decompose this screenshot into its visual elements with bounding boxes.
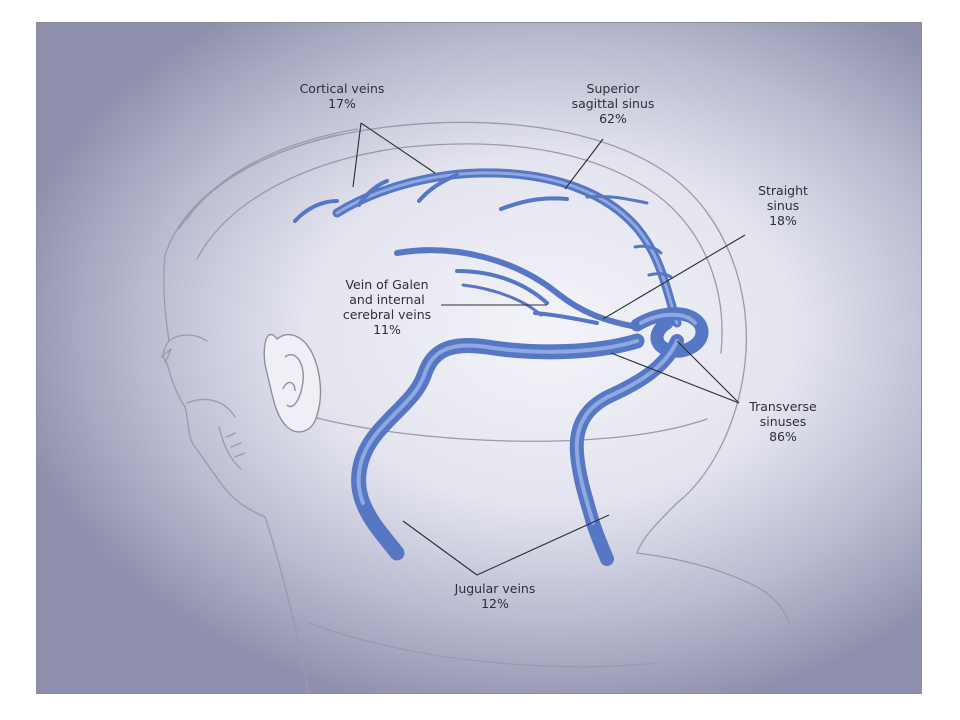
veins xyxy=(293,168,709,566)
label-transverse-sinuses: Transverse sinuses 86% xyxy=(749,399,816,444)
label-cortical-veins-name: Cortical veins xyxy=(299,81,385,96)
label-cortical-veins: Cortical veins 17% xyxy=(300,81,385,111)
label-galen-line3: cerebral veins xyxy=(342,307,432,322)
label-straight-sinus: Straight sinus 18% xyxy=(758,183,808,228)
head-vein-illustration xyxy=(160,121,790,693)
cortical-vein-4 xyxy=(499,196,569,211)
galen-branch-3 xyxy=(533,311,599,325)
cortical-vein-2 xyxy=(357,179,389,207)
leader-transverse-2 xyxy=(610,352,740,404)
leader-transverse-1 xyxy=(676,340,740,404)
transverse-sinus-right xyxy=(569,334,684,566)
leader-jugular-1 xyxy=(402,520,478,576)
cheek-line xyxy=(186,398,236,418)
label-transverse-line2: sinuses xyxy=(759,414,807,429)
cortical-vein-3 xyxy=(417,173,459,203)
illustration-frame: Cortical veins 17% Superior sagittal sin… xyxy=(36,22,922,694)
label-galen-line2: and internal xyxy=(349,292,425,307)
label-galen-pct: 11% xyxy=(373,322,401,337)
ear xyxy=(263,333,322,433)
galen-branch-1 xyxy=(455,269,549,305)
leader-cortical-1 xyxy=(352,122,362,188)
label-straight-pct: 18% xyxy=(769,213,797,228)
leader-lines xyxy=(352,122,746,576)
straight-sinus xyxy=(394,247,640,330)
label-galen-line1: Vein of Galen xyxy=(345,277,429,292)
label-superior-line2: sagittal sinus xyxy=(571,96,655,111)
label-jugular-pct: 12% xyxy=(481,596,509,611)
head-outline xyxy=(160,121,790,693)
leader-superior xyxy=(564,138,604,190)
label-jugular-veins: Jugular veins 12% xyxy=(455,581,536,611)
skull-inner-line xyxy=(196,143,723,354)
leader-straight xyxy=(602,234,746,320)
label-superior-pct: 62% xyxy=(599,111,627,126)
eye-brow xyxy=(168,334,208,342)
neck-back-line xyxy=(636,502,790,624)
label-superior-line1: Superior xyxy=(586,81,640,96)
label-transverse-line1: Transverse xyxy=(749,399,817,414)
hair-strand-1 xyxy=(178,134,338,230)
hair-strand-2 xyxy=(186,128,358,220)
label-straight-line2: sinus xyxy=(766,198,800,213)
leader-cortical-2 xyxy=(360,122,436,174)
cortical-vein-1 xyxy=(293,199,339,223)
label-superior-sagittal-sinus: Superior sagittal sinus 62% xyxy=(572,81,655,126)
cortical-vein-6 xyxy=(633,244,663,255)
label-cortical-veins-pct: 17% xyxy=(328,96,356,111)
eye-lash xyxy=(160,348,172,364)
jaw-line xyxy=(264,516,310,693)
teeth-outline xyxy=(218,426,246,470)
leader-jugular-2 xyxy=(476,514,610,576)
shoulder-line xyxy=(308,622,658,668)
label-transverse-pct: 86% xyxy=(769,429,797,444)
cortical-vein-5 xyxy=(585,195,649,205)
label-vein-of-galen: Vein of Galen and internal cerebral vein… xyxy=(343,277,431,337)
cortical-vein-7 xyxy=(647,272,673,279)
galen-branch-2 xyxy=(461,283,543,317)
label-jugular-name: Jugular veins xyxy=(454,581,536,596)
face-profile xyxy=(162,254,266,518)
label-straight-line1: Straight xyxy=(758,183,808,198)
